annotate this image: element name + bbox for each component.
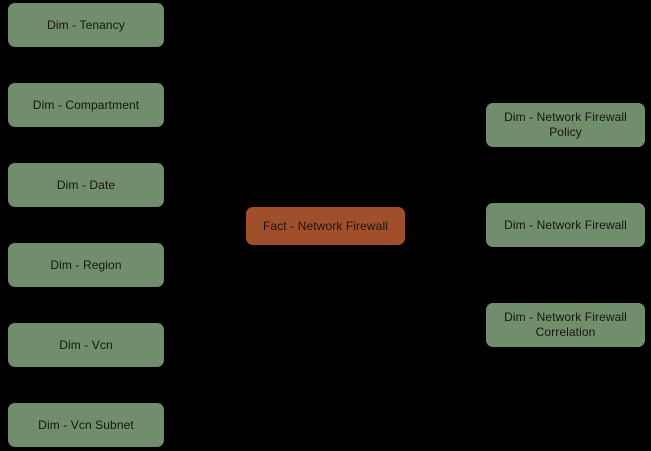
node-dim-region[interactable]: Dim - Region: [8, 243, 164, 287]
node-dim-tenancy[interactable]: Dim - Tenancy: [8, 3, 164, 47]
node-dim-vcn-subnet[interactable]: Dim - Vcn Subnet: [8, 403, 164, 447]
node-dim-vcn[interactable]: Dim - Vcn: [8, 323, 164, 367]
node-label: Dim - Tenancy: [47, 17, 125, 32]
node-label: Dim - Network Firewall: [504, 217, 627, 232]
node-dim-network-firewall-policy[interactable]: Dim - Network Firewall Policy: [486, 103, 645, 147]
node-dim-network-firewall[interactable]: Dim - Network Firewall: [486, 203, 645, 247]
node-dim-compartment[interactable]: Dim - Compartment: [8, 83, 164, 127]
node-label: Dim - Network Firewall Policy: [504, 110, 627, 139]
node-label: Dim - Vcn Subnet: [38, 417, 134, 432]
node-dim-network-firewall-correlation[interactable]: Dim - Network Firewall Correlation: [486, 303, 645, 347]
node-label: Fact - Network Firewall: [263, 218, 388, 233]
node-label: Dim - Vcn: [59, 337, 113, 352]
node-fact-network-firewall[interactable]: Fact - Network Firewall: [246, 207, 405, 245]
node-label: Dim - Date: [56, 177, 116, 192]
node-label: Dim - Region: [50, 257, 122, 272]
node-label: Dim - Compartment: [32, 97, 140, 112]
node-dim-date[interactable]: Dim - Date: [8, 163, 164, 207]
node-label: Dim - Network Firewall Correlation: [504, 310, 627, 339]
